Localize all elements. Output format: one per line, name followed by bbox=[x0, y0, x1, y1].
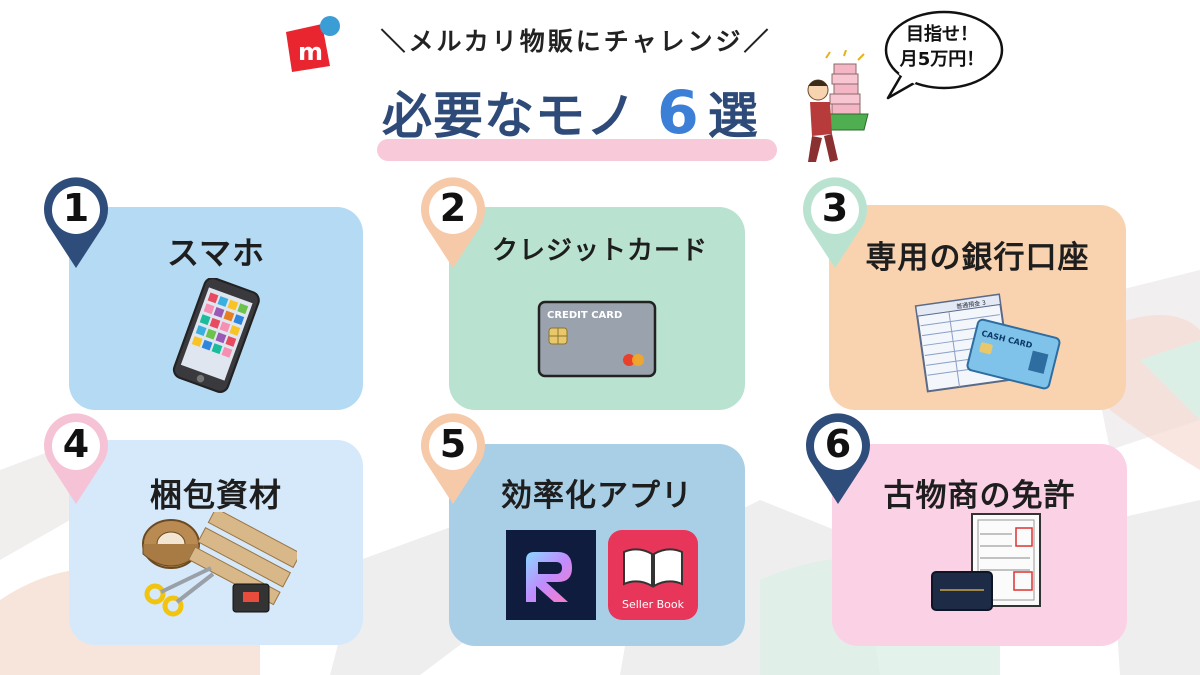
pin-number-1: 1 bbox=[62, 186, 90, 230]
pin-marker-4 bbox=[44, 413, 108, 504]
title-suffix: 選 bbox=[707, 87, 759, 145]
header-subtitle: ＼メルカリ物販にチャレンジ／ bbox=[380, 27, 772, 56]
bankbook-cash-card-icon: 普通預金 3 CASH CARD bbox=[914, 293, 1061, 393]
pin-number-4: 4 bbox=[62, 422, 90, 466]
seller-book-label: Seller Book bbox=[622, 598, 685, 611]
speech-bubble-text: 目指せ！ 月5万円！ bbox=[890, 22, 994, 72]
item-label-6: 古物商の免許 bbox=[883, 478, 1076, 514]
pin-marker-5 bbox=[421, 413, 485, 504]
app-seller-book-icon: Seller Book bbox=[608, 530, 698, 620]
speech-bubble bbox=[884, 10, 1004, 100]
mercari-logo-icon: m bbox=[286, 16, 340, 72]
antique-license-icon bbox=[931, 513, 1041, 611]
packing-materials-icon bbox=[142, 512, 297, 617]
title-number: 6 bbox=[657, 78, 700, 148]
credit-card-icon: CREDIT CARD bbox=[537, 300, 657, 378]
item-label-4: 梱包資材 bbox=[149, 476, 282, 514]
item-label-1: スマホ bbox=[166, 234, 266, 272]
pin-number-2: 2 bbox=[439, 186, 467, 230]
credit-card-text: CREDIT CARD bbox=[547, 310, 622, 321]
smartphone-icon bbox=[172, 278, 260, 393]
title-underline bbox=[377, 139, 777, 161]
item-label-3: 専用の銀行口座 bbox=[865, 240, 1090, 276]
bubble-line-2: 月5万円！ bbox=[899, 49, 985, 70]
title-main: 必要なモノ bbox=[382, 87, 637, 145]
pin-number-5: 5 bbox=[439, 422, 467, 466]
item-label-5: 効率化アプリ bbox=[501, 478, 693, 514]
pin-number-6: 6 bbox=[824, 422, 852, 466]
bubble-line-1: 目指せ！ bbox=[906, 24, 978, 45]
item-label-2: クレジットカード bbox=[491, 236, 708, 266]
logo-letter: m bbox=[298, 38, 323, 66]
pin-number-3: 3 bbox=[821, 186, 849, 230]
pin-marker-1 bbox=[44, 177, 108, 268]
pin-marker-3 bbox=[803, 177, 867, 268]
app-r-icon bbox=[506, 530, 596, 620]
person-carrying-boxes-icon bbox=[807, 50, 869, 162]
page-title: 必要なモノ 6 選 bbox=[382, 78, 759, 148]
pin-marker-6 bbox=[806, 413, 870, 504]
pin-marker-2 bbox=[421, 177, 485, 268]
